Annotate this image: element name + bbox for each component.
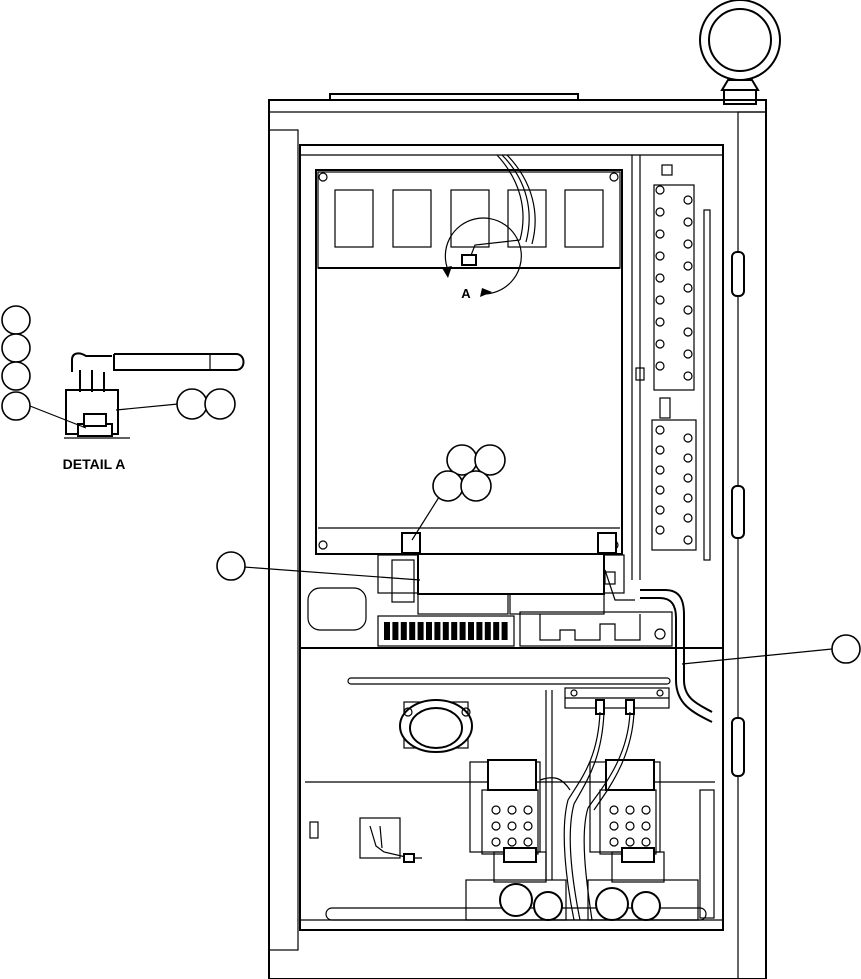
detail-a-label: DETAIL A [63,456,126,472]
lifting-eye [699,0,781,105]
terminal-block [476,622,483,640]
indicator-lamp [399,699,473,753]
contactor-right [589,759,665,883]
callout-balloon [474,444,506,476]
callout-balloon [831,634,861,664]
callout-balloon [216,551,246,581]
terminal-block [409,622,416,640]
callout-balloon [204,388,236,420]
callout-balloon [1,333,31,363]
terminal-screws-lower [655,425,693,545]
terminal-block [400,622,407,640]
terminal-block [468,622,474,640]
detail-a-inset: DETAIL A [63,352,245,472]
din-rail-section [519,611,673,647]
callout-balloon [446,444,478,476]
callout-balloons [1,305,861,664]
terminal-block [442,622,449,640]
contactor-left [469,759,547,883]
terminal-block [459,622,466,640]
small-connector [309,817,422,863]
callout-balloon [432,470,464,502]
terminal-rail [631,155,711,580]
terminal-screws-upper [655,185,693,381]
terminal-block [392,622,399,640]
terminal-strip [307,587,515,647]
terminal-block [484,622,491,640]
callout-balloon [1,361,31,391]
terminal-block [384,622,390,640]
view-marker-label: A [461,286,471,301]
terminal-block [426,622,432,640]
terminal-block [434,622,441,640]
door-hinges [731,251,745,777]
cable-conduit [640,589,713,723]
detail-a-marker: A [442,217,522,301]
bottom-fittings [325,789,715,921]
terminal-block [493,622,500,640]
rod [347,677,671,685]
cabinet-enclosure [268,93,767,979]
callout-balloon [1,391,31,421]
callout-balloon [1,305,31,335]
terminal-block [451,622,458,640]
callout-balloon [460,470,492,502]
terminal-bar [564,687,670,715]
contactor-wiring [539,711,635,921]
module-block [377,532,635,615]
callout-balloon [176,388,208,420]
terminal-block [501,622,508,640]
terminal-block [417,622,424,640]
